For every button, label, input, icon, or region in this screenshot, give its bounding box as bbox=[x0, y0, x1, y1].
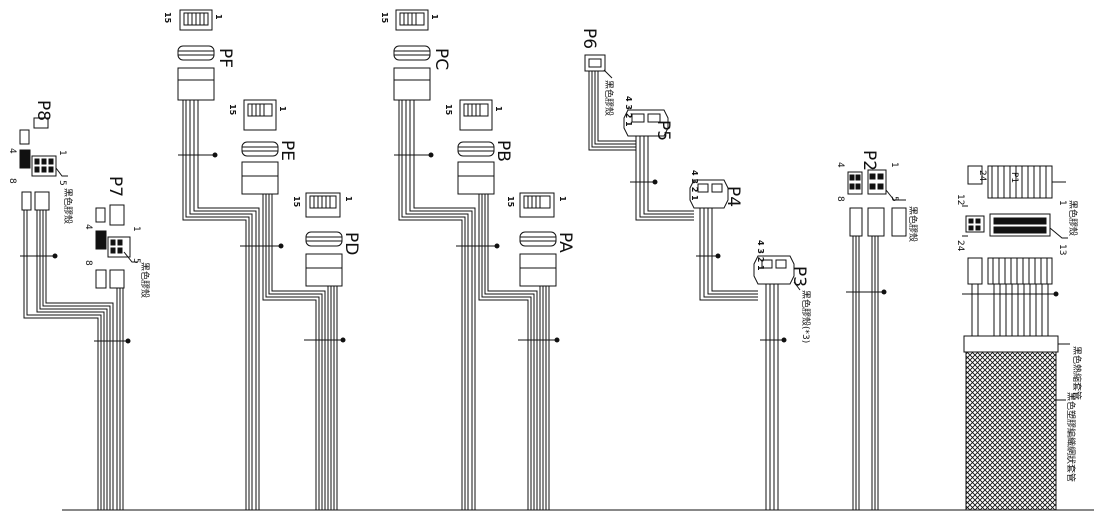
label-p2: P2 bbox=[859, 150, 879, 171]
pin-pd-15: 15 bbox=[292, 196, 301, 208]
pin-p1-13: 13 bbox=[1057, 244, 1067, 255]
pin-p2-1: 1 bbox=[889, 162, 899, 168]
pin-p7-8: 8 bbox=[83, 260, 93, 266]
pin-p1-1: 1 bbox=[1057, 200, 1067, 206]
pin-p5: 4 3 2 1 bbox=[624, 96, 633, 127]
label-p3: P3 bbox=[789, 266, 809, 287]
pin-p8-4: 4 bbox=[7, 148, 17, 154]
label-p7: P7 bbox=[105, 176, 125, 197]
cable-sata-pc-pb-pa bbox=[393, 9, 560, 510]
pin-pa-15: 15 bbox=[506, 196, 515, 208]
pin-p4: 4 3 2 1 bbox=[690, 170, 699, 201]
pin-p1-12: 12 bbox=[955, 194, 965, 205]
note-p3-housing: 黑色膠殼(*3) bbox=[800, 290, 812, 343]
pin-p1-24-top: 24 bbox=[977, 170, 987, 182]
cable-p8-p7 bbox=[19, 117, 138, 510]
cable-p1 bbox=[962, 165, 1070, 511]
note-p1-housing: 黑色膠殼 bbox=[1067, 200, 1079, 236]
cable-molex-p6-p3 bbox=[584, 54, 801, 510]
label-p1: P1 bbox=[1009, 172, 1019, 183]
label-pd: PD bbox=[341, 232, 361, 255]
label-p4: P4 bbox=[723, 186, 743, 207]
pin-p8-5: 5 bbox=[57, 180, 67, 186]
note-heat-shrink: 黑色熱縮套管 bbox=[1071, 346, 1083, 400]
label-p8: P8 bbox=[33, 100, 53, 121]
pin-p7-4: 4 bbox=[83, 224, 93, 230]
pin-pa-1: 1 bbox=[558, 196, 567, 202]
cable-p2 bbox=[846, 169, 907, 510]
note-p8-housing: 黑色膠殼 bbox=[62, 188, 74, 224]
cable-sata-pf-pe-pd bbox=[177, 9, 346, 510]
pin-p2-4: 4 bbox=[835, 162, 845, 168]
pin-p8-1: 1 bbox=[57, 150, 67, 156]
pin-p8-8: 8 bbox=[7, 178, 17, 184]
label-pf: PF bbox=[215, 48, 235, 68]
label-p5: P5 bbox=[653, 120, 673, 141]
pin-p7-5: 5 bbox=[131, 258, 141, 264]
label-pb: PB bbox=[493, 140, 513, 162]
pin-p7-1: 1 bbox=[131, 226, 141, 232]
label-pa: PA bbox=[555, 232, 575, 253]
pin-p1-24: 24 bbox=[955, 240, 965, 252]
pin-pb-15: 15 bbox=[444, 104, 453, 116]
pin-pd-1: 1 bbox=[344, 196, 353, 202]
pin-p2-5: 5 bbox=[889, 196, 899, 202]
pin-p2-8: 8 bbox=[835, 196, 845, 202]
note-mesh-sleeve: 黑色塑膠編織網狀套管 bbox=[1065, 392, 1077, 482]
pin-pc-1: 1 bbox=[430, 14, 439, 20]
label-pe: PE bbox=[277, 140, 297, 161]
label-pc: PC bbox=[431, 48, 451, 70]
pin-pb-1: 1 bbox=[494, 106, 503, 112]
pin-pf-15: 15 bbox=[163, 12, 172, 24]
pin-pe-15: 15 bbox=[228, 104, 237, 116]
pin-pe-1: 1 bbox=[278, 106, 287, 112]
pin-p3: 4 3 2 1 bbox=[756, 240, 765, 271]
label-p6: P6 bbox=[579, 28, 599, 49]
pin-pc-15: 15 bbox=[380, 12, 389, 24]
note-p2-housing: 黑色膠殼 bbox=[907, 206, 919, 242]
note-p6-housing: 黑色膠殼 bbox=[603, 80, 615, 116]
note-p7-housing: 黑色膠殼 bbox=[139, 262, 151, 298]
pin-pf-1: 1 bbox=[214, 14, 223, 20]
